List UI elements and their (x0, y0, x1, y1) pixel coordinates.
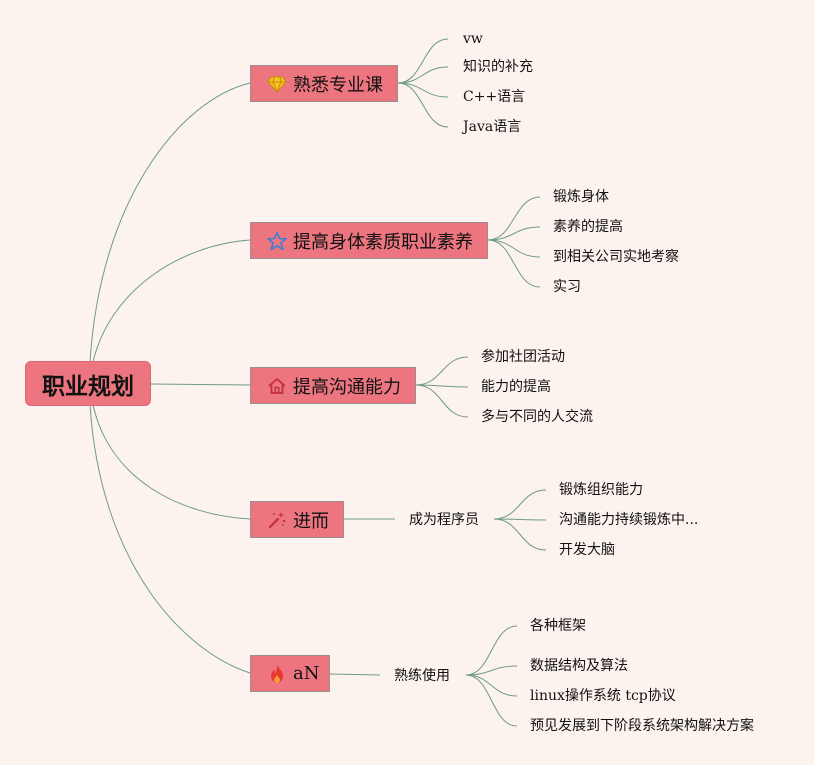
connector-branch2-leaf-0 (415, 356, 469, 386)
connector-branch0-leaf-1 (397, 66, 449, 84)
leaf-exercise[interactable]: 锻炼身体 (553, 189, 609, 205)
branch-node-further[interactable]: 进而 (250, 501, 344, 538)
leaf-linux-tcp[interactable]: linux操作系统 tcp协议 (530, 688, 676, 704)
star-icon (267, 231, 287, 251)
leaf-vw[interactable]: vw (463, 31, 483, 47)
leaf-cpp[interactable]: C++语言 (463, 89, 526, 105)
connector-branch2-leaf-1 (415, 384, 469, 388)
connector-branch0-leaf-3 (397, 82, 449, 128)
leaf-data-structures[interactable]: 数据结构及算法 (530, 658, 628, 674)
root-label: 职业规划 (42, 373, 134, 400)
connector-branch1-leaf-1 (487, 226, 541, 241)
leaf-internship[interactable]: 实习 (553, 279, 581, 295)
leaf-develop-brain[interactable]: 开发大脑 (559, 542, 615, 558)
connector-branch3-leaf-0 (493, 489, 547, 520)
diamond-icon (267, 74, 287, 94)
home-icon (267, 376, 287, 396)
connector-branch4-leaf-1 (465, 665, 518, 676)
connector-branch2-leaf-2 (415, 384, 469, 418)
leaf-cultivation[interactable]: 素养的提高 (553, 219, 623, 235)
connector-branch4-mid (329, 673, 381, 676)
branch-label: 熟悉专业课 (293, 74, 383, 96)
connector-branch4-leaf-0 (465, 625, 518, 676)
branch-node-an[interactable]: aN (250, 655, 330, 692)
leaf-knowledge-supplement[interactable]: 知识的补充 (463, 59, 533, 75)
branch-label: 提高沟通能力 (293, 376, 401, 398)
leaf-continuous-communication[interactable]: 沟通能力持续锻炼中... (559, 512, 699, 528)
leaf-club-activities[interactable]: 参加社团活动 (481, 349, 565, 365)
fire-icon (267, 664, 287, 684)
leaf-company-visit[interactable]: 到相关公司实地考察 (553, 249, 679, 265)
connector-branch3-leaf-2 (493, 518, 547, 551)
connector-root-branch-1 (92, 239, 251, 363)
sub-node-proficient-use[interactable]: 熟练使用 (394, 668, 450, 684)
leaf-organization-skills[interactable]: 锻炼组织能力 (559, 482, 643, 498)
magic-wand-icon (267, 510, 287, 530)
connector-branch3-leaf-1 (493, 518, 547, 521)
connector-root-branch-4 (89, 404, 251, 674)
connector-branch0-leaf-2 (397, 82, 449, 98)
leaf-architecture[interactable]: 预见发展到下阶段系统架构解决方案 (530, 718, 754, 734)
connector-root-branch-3 (92, 404, 251, 520)
branch-label: 进而 (293, 510, 329, 532)
branch-label: aN (293, 663, 320, 684)
leaf-java[interactable]: Java语言 (463, 119, 522, 135)
sub-node-become-programmer[interactable]: 成为程序员 (409, 512, 479, 528)
connector-branch4-leaf-3 (465, 674, 518, 727)
connector-root-branch-2 (150, 383, 251, 386)
leaf-communicate-people[interactable]: 多与不同的人交流 (481, 409, 593, 425)
connector-root-branch-0 (89, 82, 251, 363)
branch-node-familiar-courses[interactable]: 熟悉专业课 (250, 65, 398, 102)
root-node[interactable]: 职业规划 (25, 361, 151, 406)
branch-label: 提高身体素质职业素养 (293, 231, 473, 253)
branch-node-physical-quality[interactable]: 提高身体素质职业素养 (250, 222, 488, 259)
branch-node-communication[interactable]: 提高沟通能力 (250, 367, 416, 404)
leaf-frameworks[interactable]: 各种框架 (530, 618, 586, 634)
connector-branch1-leaf-2 (487, 239, 541, 258)
connector-branch4-leaf-2 (465, 674, 518, 697)
connector-branch1-leaf-3 (487, 239, 541, 288)
leaf-ability-improvement[interactable]: 能力的提高 (481, 379, 551, 395)
connector-branch0-leaf-0 (397, 38, 449, 84)
connector-branch1-leaf-0 (487, 196, 541, 241)
